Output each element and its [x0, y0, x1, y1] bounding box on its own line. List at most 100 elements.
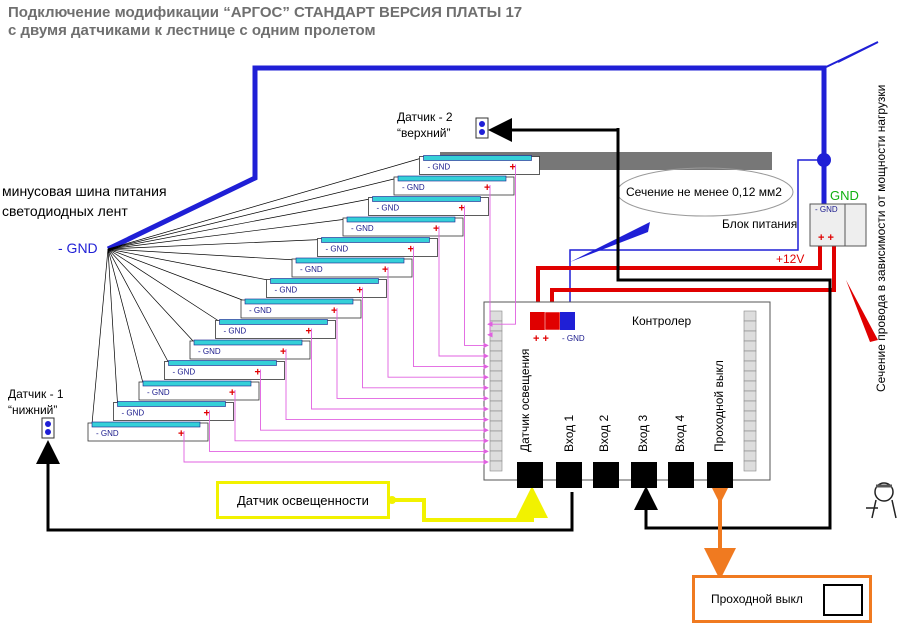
- led-strip: [295, 257, 405, 264]
- pink-wire: [413, 246, 489, 370]
- terminal-cell: [489, 360, 503, 372]
- pink-wire: [311, 328, 489, 412]
- wire-note: Сечение провода в зависимости от мощност…: [874, 84, 888, 392]
- sensor2-label-line1: Датчик - 2: [397, 110, 453, 124]
- terminal-cell: [489, 430, 503, 442]
- fan-wire: [107, 157, 424, 250]
- pink-wire: [362, 287, 489, 391]
- terminal-cell: [743, 450, 757, 462]
- fan-wire: [107, 248, 169, 363]
- led-strip: [372, 196, 481, 202]
- led-strip: [193, 339, 303, 346]
- strip-gnd-label: - GND: [351, 224, 374, 233]
- strip-gnd-label: - GND: [224, 327, 247, 336]
- strip-plus-label: +: [280, 346, 286, 358]
- strip-plus-label: +: [357, 285, 363, 297]
- terminal-cell: [489, 410, 503, 422]
- ctrl-gnd-label: - GND: [562, 334, 585, 343]
- pass-switch-box: Проходной выкл: [692, 575, 872, 623]
- red-12v-wire-a: [536, 245, 822, 314]
- strip-plus-label: +: [255, 367, 261, 379]
- jack-input-2[interactable]: [593, 462, 619, 488]
- terminal-cell: [489, 420, 503, 432]
- sensor1-wire: [36, 440, 574, 532]
- jack-input-4[interactable]: [668, 462, 694, 488]
- v12-label: +12V: [776, 252, 805, 266]
- steps: - GND+- GND+- GND+- GND+- GND+- GND+- GN…: [87, 155, 540, 442]
- terminal-cell: [743, 330, 757, 342]
- thin-gnd-wire: [569, 159, 824, 312]
- terminal-cell: [489, 350, 503, 362]
- strip-plus-label: +: [178, 428, 184, 440]
- led-strip: [117, 401, 226, 407]
- strip-gnd-label: - GND: [122, 409, 145, 418]
- jack-input-1[interactable]: [556, 462, 582, 488]
- pink-wires: [183, 164, 516, 465]
- cross-section-note: Сечение не менее 0,12 мм2: [626, 185, 782, 199]
- pink-wire: [387, 267, 489, 380]
- terminal-cell: [743, 350, 757, 362]
- led-strip: [270, 278, 379, 284]
- sensor1-label-line1: Датчик - 1: [8, 387, 64, 401]
- led-strip: [91, 421, 201, 428]
- terminal-cell: [743, 390, 757, 402]
- terminal-cell: [489, 460, 503, 472]
- terminal-cell: [489, 340, 503, 352]
- controller-label: Контролер: [632, 314, 692, 328]
- strip-plus-label: +: [331, 305, 337, 317]
- input-label-light: Датчик освещения: [518, 348, 532, 452]
- jack-input-3[interactable]: [631, 462, 657, 488]
- terminal-cell: [743, 430, 757, 442]
- pink-wire: [438, 226, 489, 359]
- pink-wire: [234, 390, 489, 444]
- terminal-cell: [489, 400, 503, 412]
- fan-wire: [107, 248, 220, 322]
- psu-minus-label: - GND: [815, 205, 838, 214]
- sensor1-label-line2: “нижний”: [8, 403, 58, 417]
- fan-wires: [91, 157, 424, 425]
- terminal-cell: [489, 450, 503, 462]
- sensor2-wire: [616, 128, 832, 530]
- pink-wire: [285, 349, 489, 423]
- psu-gnd-label: GND: [830, 188, 859, 203]
- fan-wire: [107, 248, 297, 261]
- ctrl-plus-label: + +: [533, 333, 549, 345]
- left-terminal-block: [489, 310, 503, 472]
- jack-pass-switch[interactable]: [707, 462, 733, 488]
- fan-wire: [107, 218, 348, 250]
- terminal-cell: [743, 340, 757, 352]
- jack-light-sensor[interactable]: [517, 462, 543, 488]
- red-pointer: [846, 280, 878, 342]
- strip-gnd-label: - GND: [96, 429, 119, 438]
- yellow-dot: [388, 496, 396, 504]
- input-label-3: Вход 3: [636, 414, 650, 452]
- strip-plus-label: +: [408, 244, 414, 256]
- ctrl-terminal-blue: [560, 312, 575, 330]
- terminal-cell: [489, 330, 503, 342]
- strip-plus-label: +: [204, 408, 210, 420]
- pass-switch-box-label: Проходной выкл: [711, 592, 803, 606]
- terminal-cell: [743, 310, 757, 322]
- psu-plus-label: + +: [818, 232, 834, 244]
- pass-switch-icon[interactable]: [823, 584, 863, 616]
- pink-wire: [464, 205, 489, 349]
- input-label-pass: Проходной выкл: [712, 360, 726, 452]
- fan-wire: [107, 248, 118, 404]
- sensor2-icon: [475, 117, 489, 139]
- strip-gnd-label: - GND: [198, 347, 221, 356]
- led-strip: [244, 298, 354, 305]
- ctrl-terminal-red-2: [544, 311, 561, 331]
- terminal-cell: [743, 410, 757, 422]
- pink-wire: [487, 185, 493, 338]
- strip-gnd-label: - GND: [402, 183, 425, 192]
- terminal-cell: [489, 310, 503, 322]
- fan-wire: [107, 239, 322, 250]
- pink-wire: [209, 410, 489, 455]
- terminal-cell: [489, 370, 503, 382]
- bus-label-line1: минусовая шина питания: [2, 183, 167, 199]
- bus-label-line2: светодиодных лент: [2, 203, 128, 219]
- fan-wire: [107, 248, 144, 384]
- terminal-cell: [489, 440, 503, 452]
- fan-wire: [107, 248, 195, 343]
